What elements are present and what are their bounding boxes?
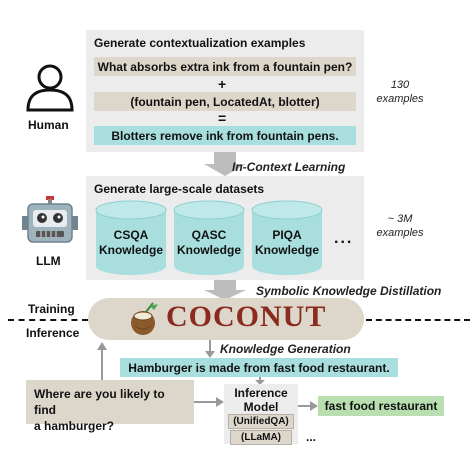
question-to-model-arrow-icon bbox=[97, 342, 107, 380]
inference-model-line-1: Inference bbox=[234, 386, 288, 400]
inference-to-answer-arrow-icon bbox=[298, 401, 318, 411]
coconut-icon bbox=[131, 302, 158, 335]
down-arrow-icon bbox=[204, 152, 246, 176]
question-line-2: a hamburger? bbox=[34, 419, 115, 433]
plus-sign: + bbox=[218, 76, 227, 92]
dataset-name: PIQA bbox=[272, 228, 302, 242]
count-unit: examples bbox=[376, 93, 424, 105]
options-ellipsis: ... bbox=[306, 430, 317, 444]
example-question-box: What absorbs extra ink from a fountain p… bbox=[94, 57, 356, 76]
dataset-name: QASC bbox=[191, 228, 227, 242]
examples-count-3m: ~ 3M examples bbox=[370, 212, 430, 240]
dataset-name: CSQA bbox=[113, 228, 149, 242]
equals-sign: = bbox=[218, 110, 227, 126]
count-value: ~ 3M bbox=[387, 213, 413, 225]
dataset-sub: Knowledge bbox=[254, 243, 319, 257]
question-box: Where are you likely to find a hamburger… bbox=[26, 380, 194, 433]
datasets-title: Generate large-scale datasets bbox=[94, 182, 265, 196]
examples-count-130: 130 examples bbox=[370, 78, 430, 106]
inference-model-line-2: Model bbox=[243, 400, 279, 414]
dataset-cylinder-csqa bbox=[95, 200, 167, 275]
icl-label: In-Context Learning bbox=[232, 160, 346, 174]
model-name: COCONUT bbox=[166, 300, 327, 333]
person-icon bbox=[26, 64, 74, 112]
dataset-label-csqa: CSQA Knowledge bbox=[94, 228, 168, 258]
split-dashed-line-right bbox=[366, 319, 470, 321]
down-arrow-icon bbox=[205, 340, 215, 358]
inference-label: Inference bbox=[26, 326, 80, 340]
down-arrow-icon bbox=[204, 280, 246, 300]
skd-label: Symbolic Knowledge Distillation bbox=[256, 284, 442, 298]
dataset-label-qasc: QASC Knowledge bbox=[172, 228, 246, 258]
question-to-inference-arrow-icon bbox=[194, 397, 224, 407]
count-unit: examples bbox=[376, 227, 424, 239]
generated-knowledge-box: Hamburger is made from fast food restaur… bbox=[120, 358, 398, 377]
training-label: Training bbox=[28, 302, 75, 316]
datasets-ellipsis: ... bbox=[334, 230, 354, 247]
llm-label: LLM bbox=[36, 254, 61, 268]
dataset-sub: Knowledge bbox=[176, 243, 241, 257]
dataset-cylinder-qasc bbox=[173, 200, 245, 275]
human-label: Human bbox=[28, 118, 69, 132]
example-statement-box: Blotters remove ink from fountain pens. bbox=[94, 126, 356, 145]
example-triple-box: (fountain pen, LocatedAt, blotter) bbox=[94, 92, 356, 111]
kg-label: Knowledge Generation bbox=[220, 342, 351, 356]
count-value: 130 bbox=[390, 79, 410, 91]
robot-icon bbox=[22, 196, 78, 243]
dataset-cylinder-piqa bbox=[251, 200, 323, 275]
question-line-1: Where are you likely to find bbox=[34, 387, 165, 417]
split-dashed-line-left bbox=[8, 319, 88, 321]
option-unifiedqa: (UnifiedQA) bbox=[228, 414, 294, 429]
dataset-label-piqa: PIQA Knowledge bbox=[250, 228, 324, 258]
option-llama: (LLaMA) bbox=[230, 430, 292, 445]
answer-box: fast food restaurant bbox=[318, 396, 444, 416]
knowledge-to-inference-arrow-icon bbox=[255, 377, 265, 385]
dataset-sub: Knowledge bbox=[98, 243, 163, 257]
contextualization-title: Generate contextualization examples bbox=[94, 36, 306, 50]
